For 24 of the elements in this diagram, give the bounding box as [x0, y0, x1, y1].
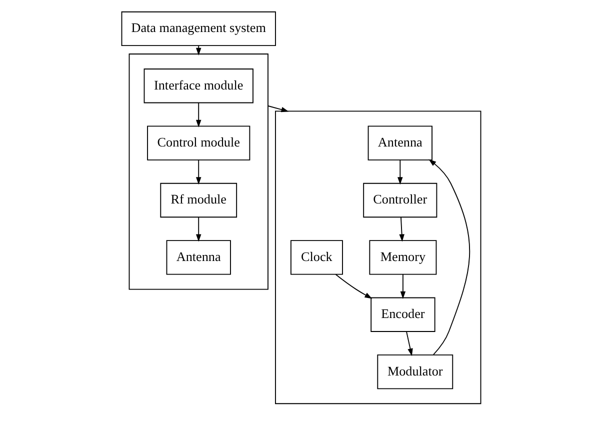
- arrow: [406, 331, 412, 356]
- arrow: [397, 160, 402, 185]
- node-box: Interface module: [143, 68, 253, 104]
- arrow: [195, 216, 201, 242]
- arrow: [400, 274, 406, 299]
- node-box: Modulator: [376, 354, 453, 390]
- node-box: Antenna: [166, 240, 230, 275]
- cluster: [274, 110, 481, 404]
- arrow: [398, 216, 404, 242]
- arrow: [195, 102, 201, 128]
- node-box: Antenna: [367, 126, 432, 160]
- arrow: [428, 159, 470, 356]
- arrow: [334, 274, 372, 299]
- node-box: Encoder: [370, 297, 435, 332]
- node-box: Data management system: [120, 11, 276, 46]
- node-box: Control module: [146, 126, 250, 160]
- arrow: [267, 105, 288, 112]
- node-box: Controller: [362, 182, 437, 218]
- node-box: Rf module: [160, 182, 237, 218]
- node-box: Memory: [368, 240, 436, 275]
- arrow: [195, 160, 201, 185]
- arrow: [195, 45, 201, 56]
- node-box: Clock: [290, 240, 342, 275]
- cluster: [128, 54, 268, 290]
